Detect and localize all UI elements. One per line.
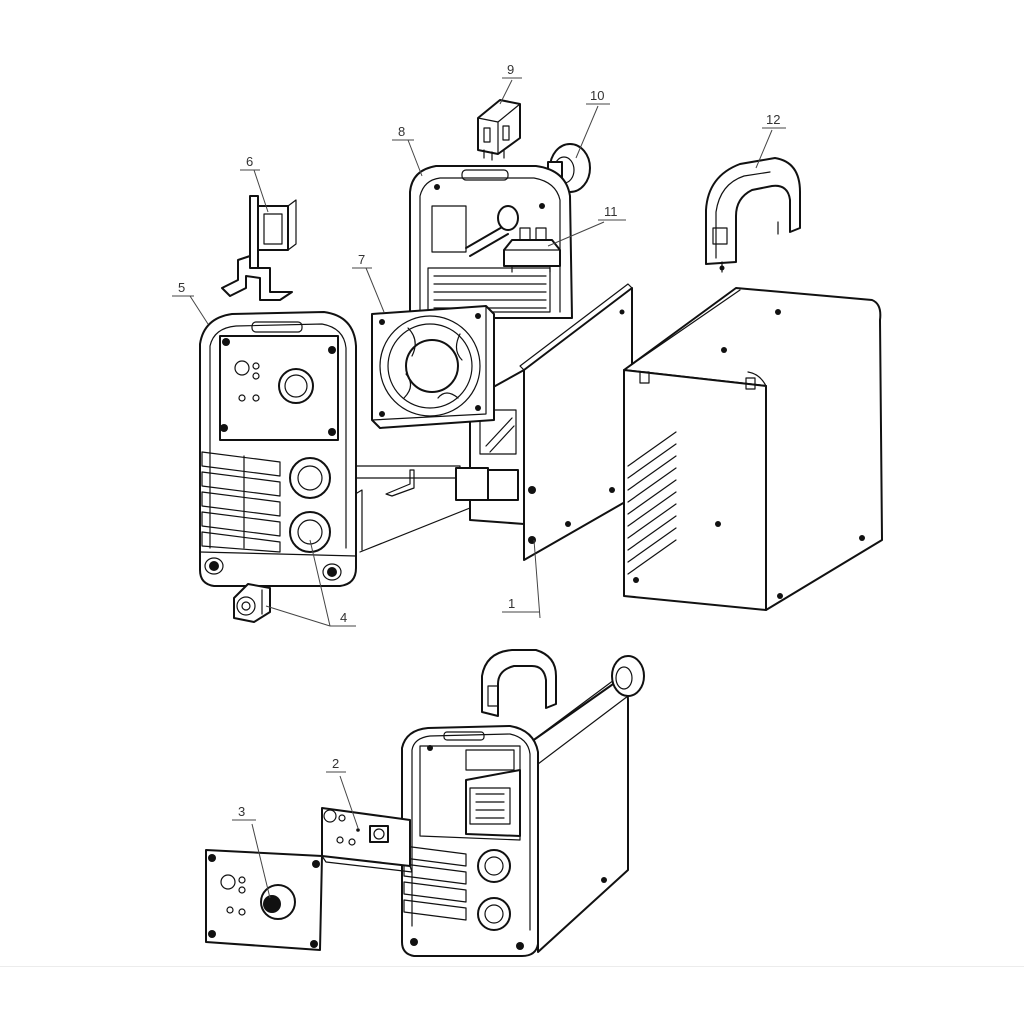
leader-lines [172, 77, 786, 899]
part-sockets [233, 457, 331, 623]
part-front-panel [199, 311, 357, 587]
part-outer-cover [623, 287, 883, 611]
cover-vents [627, 431, 677, 575]
callout-8: 8 [398, 124, 405, 139]
part-fan [371, 305, 495, 429]
part-bracket [221, 195, 297, 301]
callout-5: 5 [178, 280, 185, 295]
callout-1: 1 [508, 596, 515, 611]
bottom-rule [0, 966, 1024, 967]
callout-10: 10 [590, 88, 604, 103]
front-panel-vents [201, 451, 281, 553]
part-faceplate [205, 849, 323, 951]
callout-11: 11 [604, 204, 618, 219]
rear-panel-vents [427, 267, 551, 313]
part-connector [503, 227, 561, 273]
part-rear-panel [409, 165, 573, 319]
callout-labels: 1 2 3 4 5 6 7 8 9 10 11 12 [178, 62, 780, 819]
part-handle [705, 157, 801, 273]
callout-7: 7 [358, 252, 365, 267]
callout-12: 12 [766, 112, 780, 127]
part-switch [477, 99, 521, 161]
callout-2: 2 [332, 756, 339, 771]
callout-9: 9 [507, 62, 514, 77]
callout-6: 6 [246, 154, 253, 169]
part-control-board [321, 807, 413, 873]
callout-3: 3 [238, 804, 245, 819]
callout-4: 4 [340, 610, 347, 625]
assembled-unit [401, 649, 645, 957]
